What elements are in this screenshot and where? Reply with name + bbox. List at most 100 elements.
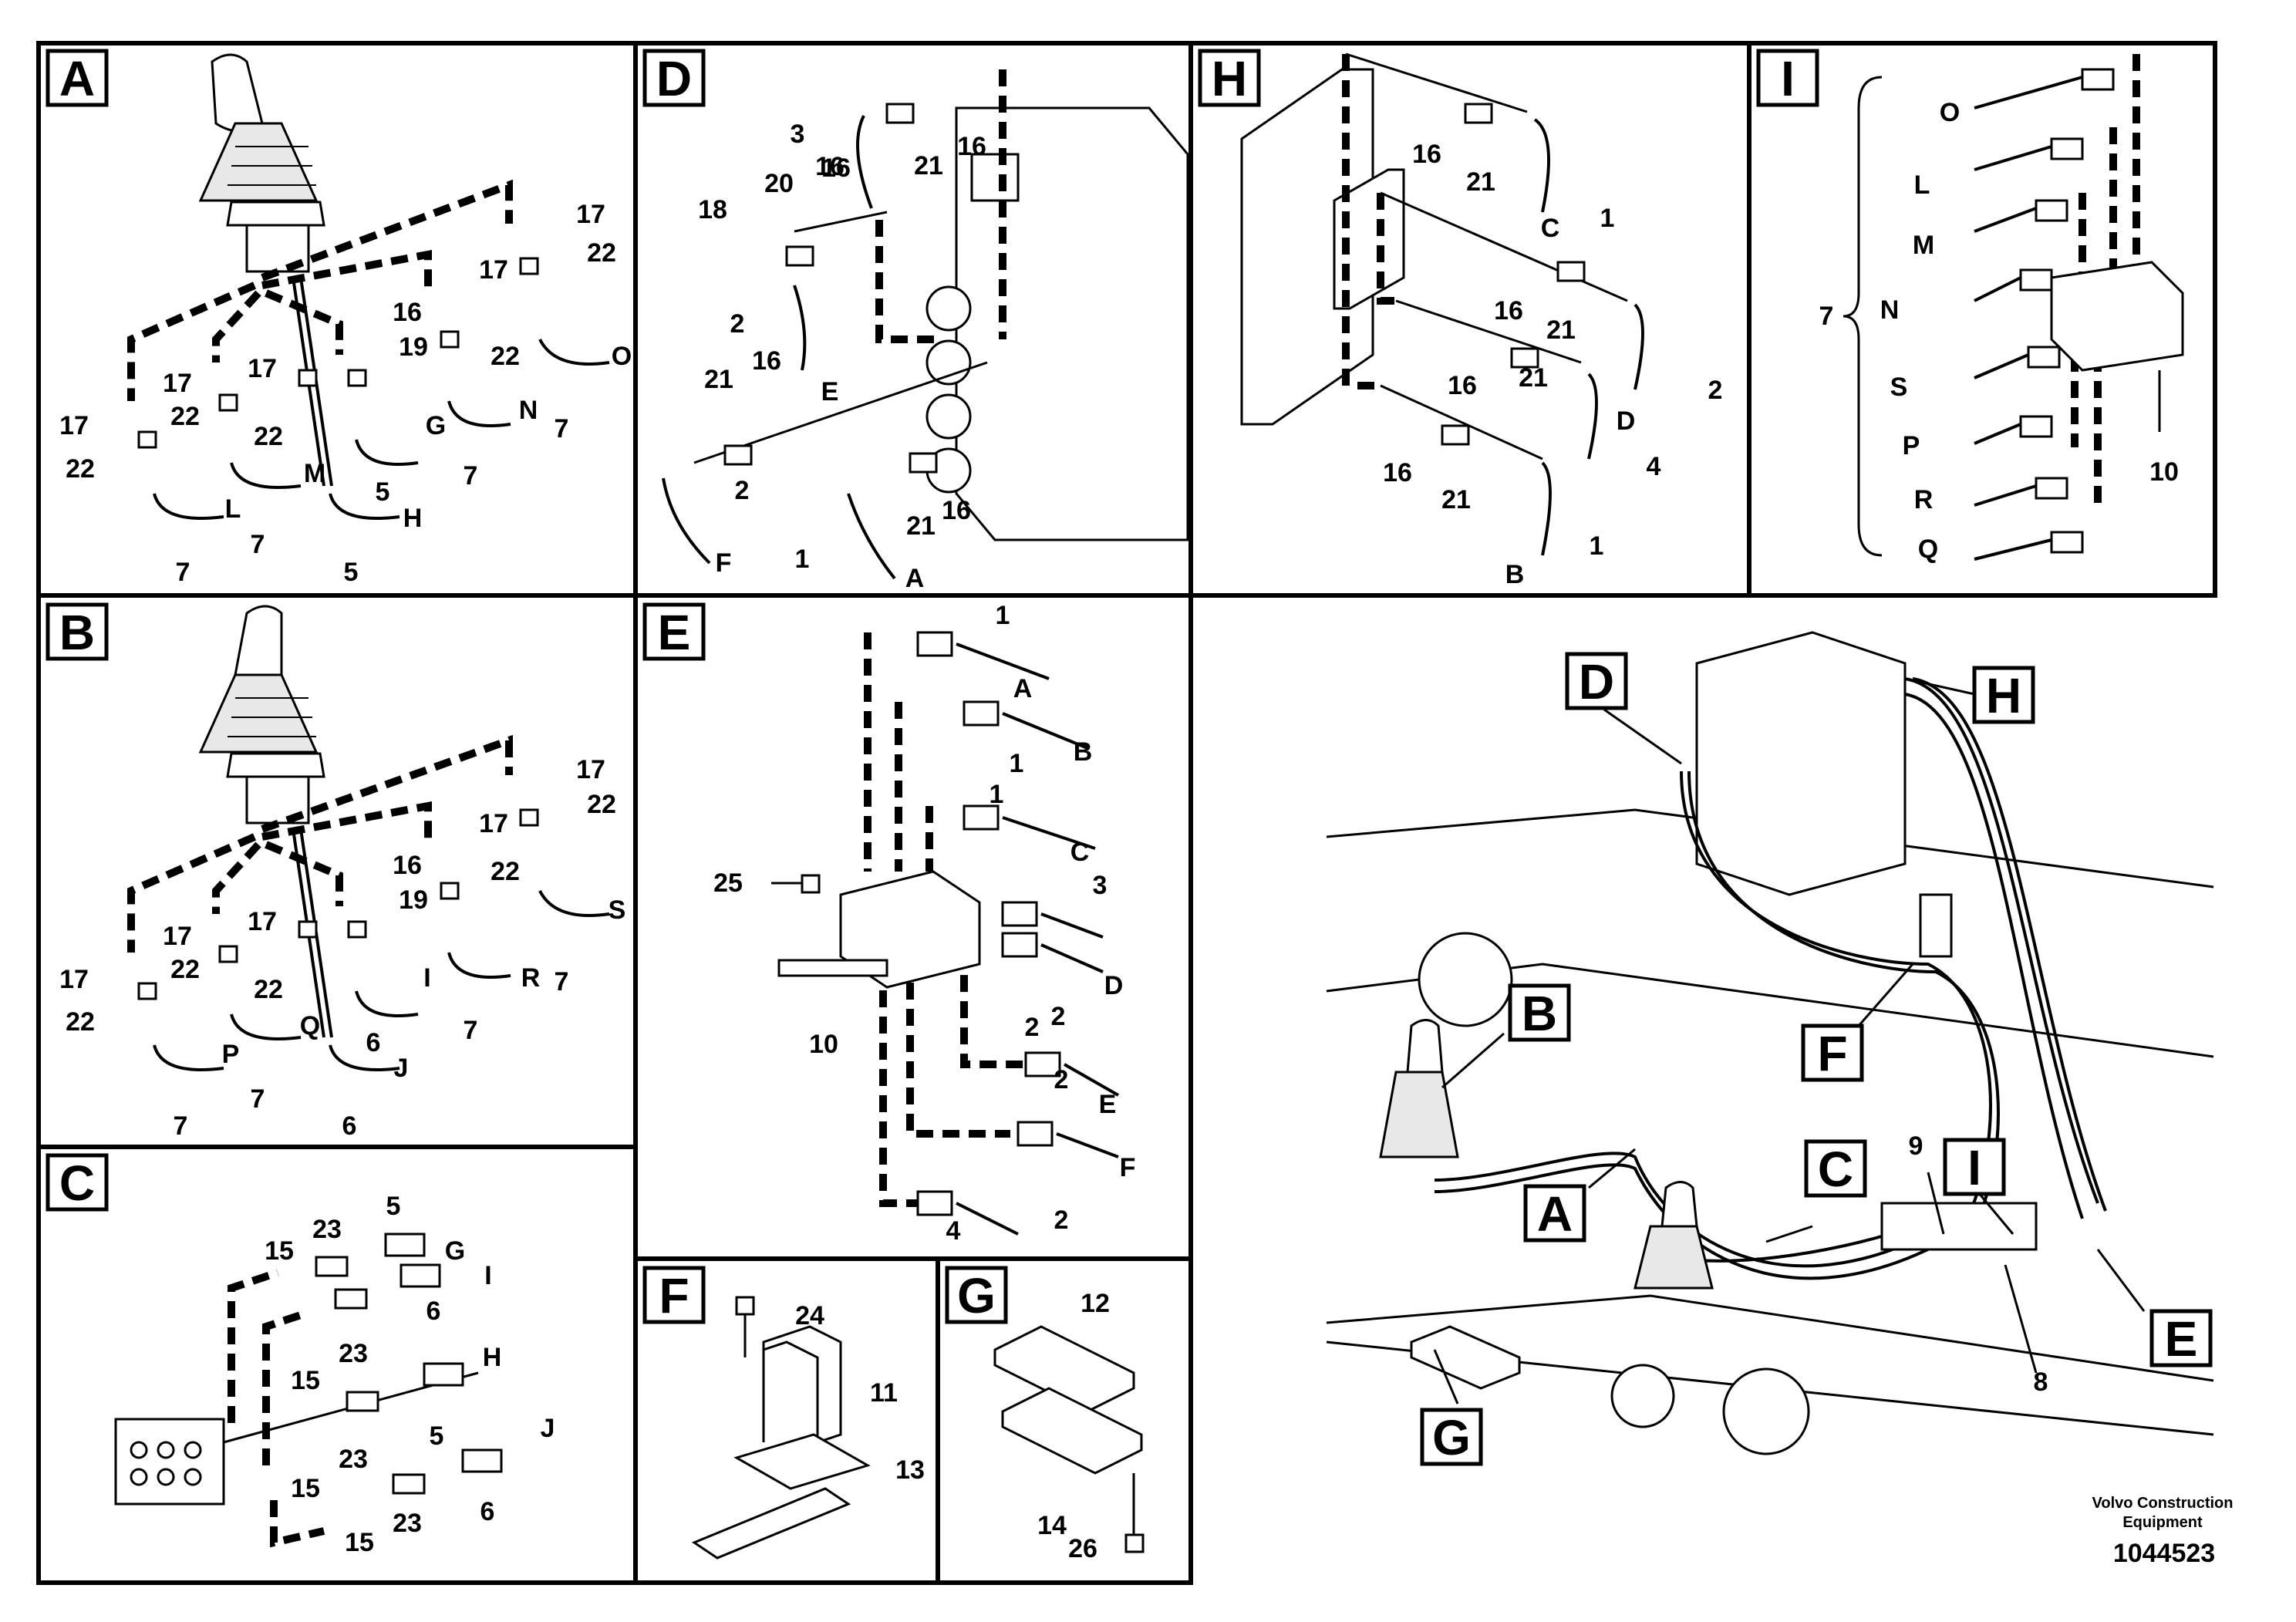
callout-b-3: 22 (491, 857, 520, 886)
callout-i-3: N (1880, 295, 1900, 325)
callout-a-22: N (519, 396, 538, 425)
panel-tag-c: C (46, 1153, 109, 1212)
overview-tag-a: A (1523, 1184, 1586, 1243)
joystick-a (198, 53, 325, 273)
panel-tag-i: I (1756, 49, 1819, 107)
overview-tag-f-text: F (1817, 1026, 1847, 1081)
panel-b-drawing: 17 22 17 22 17 22 16 19 17 22 17 22 7 7 … (59, 605, 625, 1141)
callout-d-3: 16 (957, 132, 986, 161)
callout-c-14: 6 (480, 1497, 495, 1526)
callout-d-6: 16 (815, 152, 845, 181)
callout-b-14: 6 (366, 1028, 381, 1057)
callout-h-5: 21 (1546, 315, 1576, 345)
callout-c-8: 15 (291, 1474, 320, 1503)
overview-tag-a-text: A (1537, 1186, 1573, 1242)
callout-c-3: G (445, 1236, 465, 1266)
callout-a-20: H (403, 504, 423, 533)
callout-h-13: B (1505, 560, 1525, 589)
callout-c-6: 6 (426, 1297, 441, 1326)
callout-h-9: 21 (1519, 363, 1548, 393)
callout-f-0: 24 (795, 1301, 824, 1330)
callout-a-23: O (612, 342, 632, 371)
callout-b-22: R (521, 963, 541, 993)
callout-b-15: 6 (342, 1111, 357, 1141)
callout-d-15: 21 (906, 511, 936, 541)
panel-tag-b-text: B (59, 605, 95, 660)
callout-b-9: 22 (170, 955, 200, 984)
callout-c-2: 5 (386, 1192, 401, 1221)
callout-i-5: P (1903, 431, 1920, 460)
callout-d-12: F (716, 548, 732, 578)
callout-h-1: 21 (1466, 167, 1495, 197)
callout-a-18: L (225, 494, 241, 524)
callout-f-2: 13 (895, 1455, 925, 1485)
callout-a-6: 16 (393, 298, 422, 327)
callout-g-0: 12 (1081, 1289, 1110, 1318)
callout-c-13: 23 (393, 1509, 422, 1538)
panel-tag-g-text: G (957, 1268, 996, 1324)
callout-d-4: 18 (698, 195, 727, 224)
panel-tags: A B C D E F G H I (46, 49, 1819, 1324)
callout-b-7: 19 (399, 885, 428, 915)
callout-a-8: 17 (163, 369, 192, 398)
callout-d-7: 2 (730, 309, 745, 339)
callout-h-12: 21 (1441, 485, 1471, 514)
callout-a-5: 22 (254, 422, 283, 451)
callout-h-7: 2 (1708, 376, 1723, 405)
callout-g-2: 26 (1068, 1534, 1097, 1563)
overview-tag-c-text: C (1818, 1141, 1853, 1197)
overview-tag-i: I (1943, 1138, 2006, 1196)
callout-a-15: 5 (344, 558, 359, 587)
callout-a-4: 17 (248, 354, 277, 383)
callout-h-3: 1 (1600, 204, 1615, 233)
callout-b-4: 17 (248, 907, 277, 936)
panel-c-frame (36, 1145, 638, 1585)
panel-c-drawing: 15 23 5 G 15 23 6 I 15 23 5 H 15 23 6 J (114, 1192, 555, 1557)
callout-i-4: S (1890, 373, 1908, 402)
callout-b-0: 17 (576, 755, 605, 784)
panel-i-drawing: O L M N S P R Q 7 10 (1819, 54, 2184, 564)
footer: Volvo Construction Equipment 1044523 (2092, 1495, 2234, 1568)
panel-tag-f: F (642, 1266, 706, 1324)
callout-a-17: 7 (176, 558, 190, 587)
callout-e-7: D (1104, 971, 1124, 1000)
overview-tag-h-text: H (1986, 668, 2021, 723)
panel-a-drawing: 17 22 17 22 17 22 16 19 17 22 17 22 7 7 … (59, 53, 632, 587)
callout-d-13: 1 (795, 545, 810, 574)
callout-c-11: H (483, 1343, 502, 1372)
callout-c-5: 23 (339, 1339, 368, 1368)
callout-c-7: I (484, 1261, 491, 1290)
callout-h-6: D (1617, 406, 1636, 436)
callout-a-11: 22 (66, 454, 95, 484)
callout-d-16: 16 (942, 496, 971, 525)
callout-i-7: Q (1918, 534, 1938, 564)
callout-e-14: 2 (1054, 1206, 1069, 1235)
credit-line-2: Equipment (2122, 1514, 2203, 1531)
callout-a-13: 7 (464, 461, 478, 491)
manifold-block-c (114, 1418, 225, 1506)
panel-tag-b: B (46, 602, 109, 661)
callout-a-1: 22 (587, 238, 616, 268)
manifold-block-i (2050, 261, 2184, 372)
manifold-block-e (839, 870, 981, 989)
callout-i-9: 10 (2149, 457, 2179, 487)
callout-e-12: F (1120, 1153, 1136, 1182)
panel-b-frame (36, 593, 638, 1149)
panel-tag-c-text: C (59, 1155, 95, 1211)
callout-a-16: 7 (251, 530, 265, 559)
panel-d-drawing: 3 16 21 16 18 20 16 2 16 E 21 2 F 1 A 21… (662, 69, 1189, 593)
callout-g-1: 14 (1037, 1511, 1067, 1540)
callout-i-0: O (1940, 98, 1960, 127)
panel-g-frame (936, 1256, 1193, 1585)
panel-g-drawing: 12 14 26 (993, 1289, 1145, 1563)
callout-d-2: 21 (914, 151, 943, 180)
panel-tag-a-text: A (59, 51, 95, 106)
callout-e-5: C (1070, 838, 1090, 867)
overview-tag-f: F (1801, 1023, 1864, 1082)
callout-a-10: 17 (59, 411, 89, 440)
callout-a-9: 22 (170, 402, 200, 431)
overview-tag-g: G (1420, 1408, 1483, 1466)
callout-b-21: I (423, 963, 430, 993)
callout-b-12: 7 (555, 967, 569, 996)
callout-b-8: 17 (163, 922, 192, 951)
